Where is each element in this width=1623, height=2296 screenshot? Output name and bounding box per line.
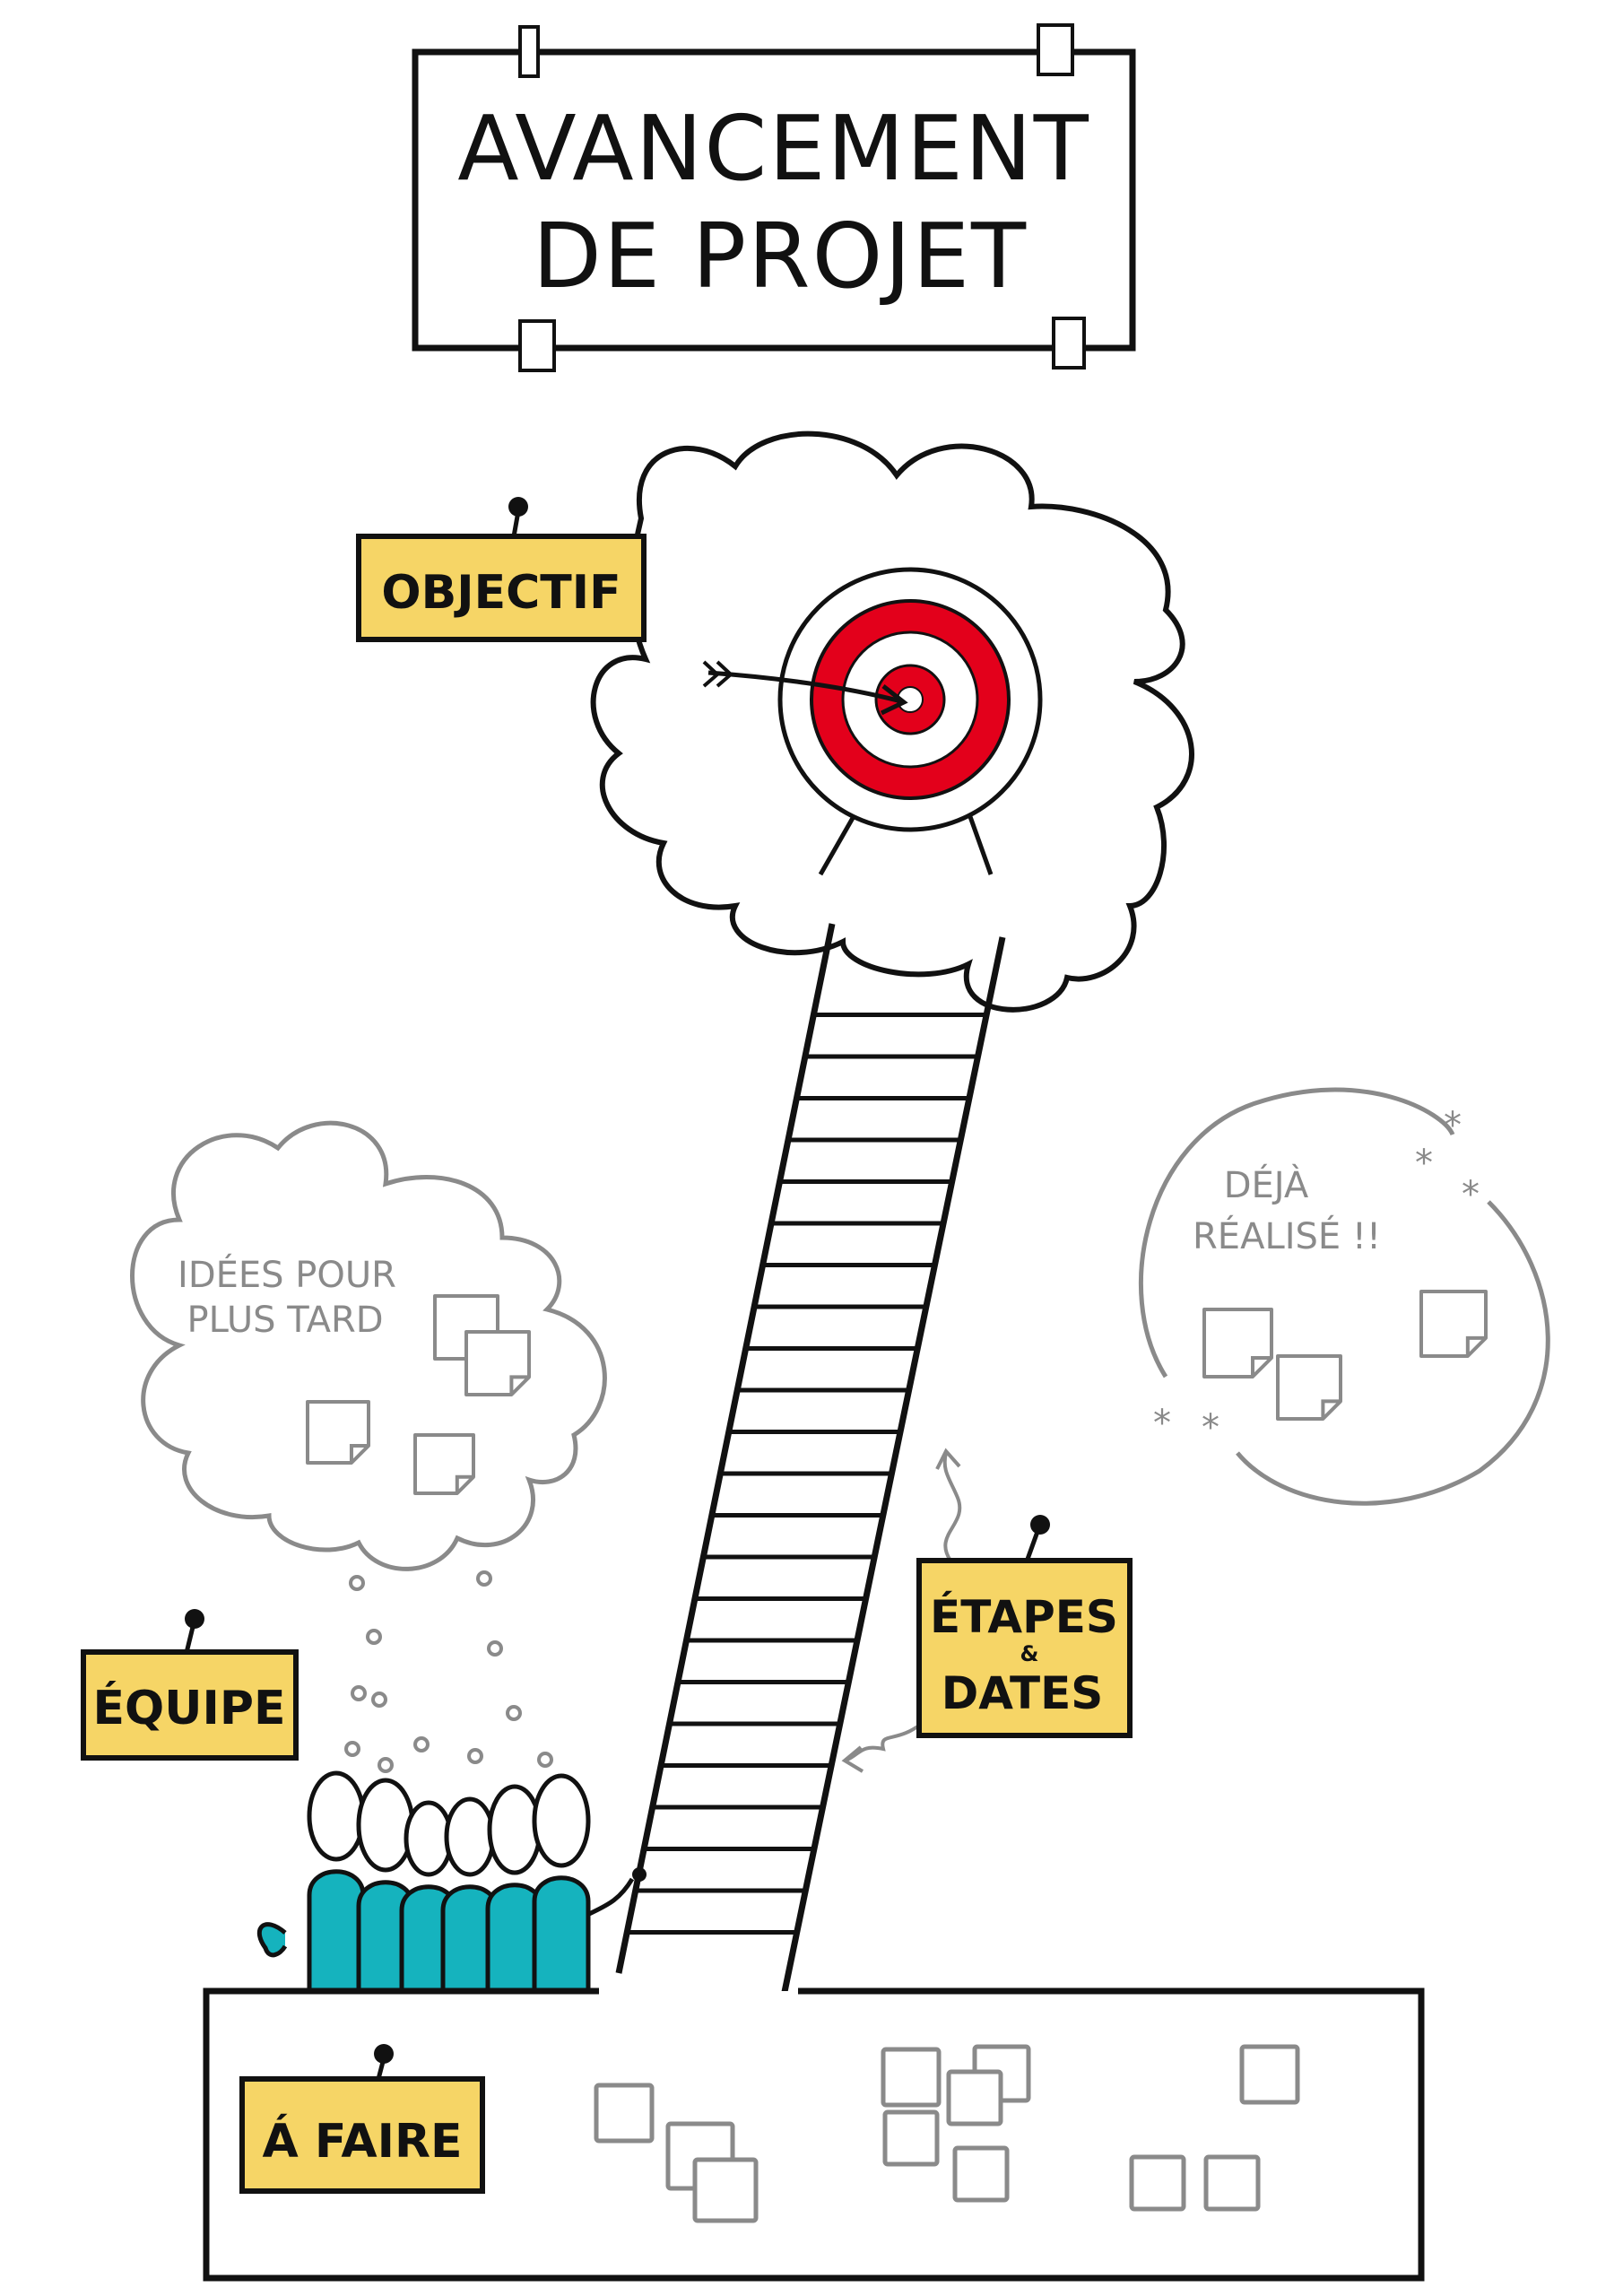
sticky-note-icon (413, 1433, 475, 1495)
svg-text:*: * (1462, 1174, 1480, 1215)
milestones-arrows (841, 1448, 962, 1773)
tape-bottom-right (1052, 317, 1086, 370)
tape-top-left (518, 25, 540, 78)
etapes-amp: & (1020, 1641, 1039, 1666)
tape-bottom-left (518, 319, 556, 372)
tape-top-right (1037, 23, 1074, 76)
equipe-label: ÉQUIPE (93, 1681, 286, 1735)
sticky-note-icon (594, 2083, 655, 2144)
ideas-cloud: IDÉES POUR PLUS TARD (130, 1120, 607, 1571)
sticky-note-icon (952, 2145, 1010, 2203)
objectif-label: OBJECTIF (381, 566, 621, 620)
sticky-note-icon (882, 2109, 940, 2167)
equipe-tag: ÉQUIPE (81, 1609, 299, 1761)
ladder-icon (615, 923, 1006, 2014)
title-banner: AVANCEMENT DE PROJET (412, 23, 1136, 372)
dates-label: DATES (942, 1667, 1104, 1719)
done-circle: DÉJÀ RÉALISÉ !! * * * * * (1139, 1087, 1550, 1506)
sticky-note-icon (1129, 2154, 1186, 2212)
title-line-2: DE PROJET (533, 204, 1028, 309)
team-member (440, 1796, 499, 1996)
sticky-note-icon (881, 2047, 942, 2108)
team-member (307, 1770, 366, 1996)
ideas-label-line-1: IDÉES POUR (178, 1253, 396, 1296)
svg-text:*: * (1202, 1407, 1219, 1448)
a-faire-tag: Á FAIRE (239, 2044, 485, 2194)
objectif-tag: OBJECTIF (356, 497, 647, 642)
sticky-note-icon (464, 1330, 531, 1396)
svg-text:*: * (1415, 1143, 1433, 1184)
team-icon (256, 1770, 647, 1996)
sticky-note-icon (1276, 1354, 1342, 1421)
ideas-label-line-2: PLUS TARD (187, 1300, 383, 1341)
arrow-icon (702, 660, 908, 716)
title-line-1: AVANCEMENT (457, 96, 1090, 201)
etapes-dates-tag: ÉTAPES & DATES (916, 1515, 1133, 1738)
todo-notes (594, 2044, 1300, 2223)
sticky-note-icon (692, 2157, 759, 2223)
sticky-note-icon (1202, 1308, 1273, 1378)
sticky-note-icon (306, 1400, 370, 1465)
target-icon (777, 567, 1043, 876)
svg-text:*: * (1153, 1403, 1171, 1444)
thought-bubbles (344, 1570, 553, 1773)
done-label-line-2: RÉALISÉ !! (1193, 1214, 1381, 1257)
sticky-note-icon (1203, 2154, 1261, 2212)
team-member (532, 1773, 591, 1996)
sticky-note-icon (1239, 2044, 1300, 2105)
done-label-line-1: DÉJÀ (1224, 1163, 1309, 1206)
etapes-label: ÉTAPES (930, 1590, 1118, 1643)
a-faire-label: Á FAIRE (262, 2114, 462, 2169)
sticky-note-icon (946, 2069, 1003, 2126)
sticky-note-icon (1419, 1290, 1488, 1358)
svg-text:*: * (1444, 1105, 1462, 1146)
sparkle-icon: * * * * * (1153, 1105, 1480, 1448)
todo-board (203, 1987, 1425, 2282)
